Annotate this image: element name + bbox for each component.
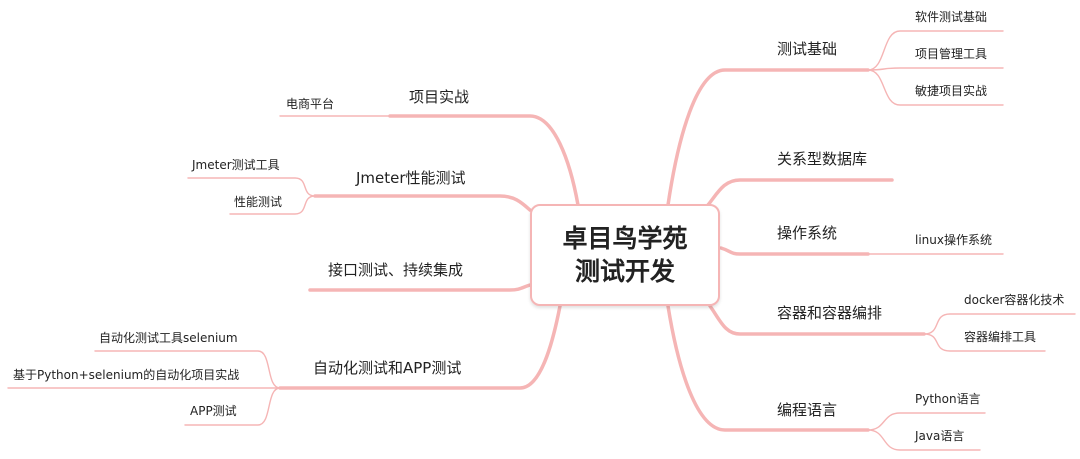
connector-left-leaf-1	[187, 177, 316, 197]
connector-left-leaf-3	[94, 350, 281, 389]
leaf-docker[interactable]: docker容器化技术	[964, 293, 1065, 307]
connector-right-leaf-7	[867, 429, 981, 451]
connector-left-0	[388, 114, 580, 207]
branch-testing-basics[interactable]: 测试基础	[777, 40, 838, 58]
branch-automation-app[interactable]: 自动化测试和APP测试	[313, 359, 462, 377]
connector-right-3	[708, 304, 926, 336]
connector-left-leaf-5	[184, 387, 281, 426]
connector-right-4	[666, 304, 870, 432]
connector-left-3	[278, 304, 562, 390]
central-topic[interactable]: 卓目鸟学苑 测试开发	[530, 204, 720, 306]
leaf-software-testing-basics[interactable]: 软件测试基础	[915, 10, 988, 24]
leaf-agile-project[interactable]: 敏捷项目实战	[915, 84, 988, 98]
connector-right-leaf-5	[923, 333, 1046, 352]
leaf-python[interactable]: Python语言	[915, 392, 981, 406]
connector-right-0	[666, 68, 870, 207]
leaf-python-selenium[interactable]: 基于Python+selenium的自动化项目实战	[13, 368, 240, 382]
connector-left-leaf-2	[229, 195, 316, 215]
connector-right-2	[719, 246, 870, 256]
connector-right-leaf-2	[867, 69, 1004, 106]
connector-left-2	[308, 283, 532, 292]
branch-relational-db[interactable]: 关系型数据库	[777, 150, 868, 168]
leaf-linux[interactable]: linux操作系统	[915, 233, 992, 247]
branch-containers[interactable]: 容器和容器编排	[777, 304, 883, 322]
leaf-app-testing[interactable]: APP测试	[190, 404, 237, 418]
branch-project-practice[interactable]: 项目实战	[409, 88, 470, 106]
leaf-selenium[interactable]: 自动化测试工具selenium	[99, 331, 238, 345]
connector-right-leaf-1	[867, 67, 1004, 71]
central-topic-line-2: 测试开发	[574, 257, 675, 286]
leaf-jmeter-tool[interactable]: Jmeter测试工具	[192, 158, 280, 172]
branch-programming[interactable]: 编程语言	[777, 401, 838, 419]
branch-operating-system[interactable]: 操作系统	[777, 224, 838, 242]
connector-right-leaf-0	[867, 30, 1004, 71]
connector-right-leaf-4	[923, 313, 1076, 335]
leaf-java[interactable]: Java语言	[915, 429, 965, 443]
central-topic-line-1: 卓目鸟学苑	[562, 224, 688, 253]
leaf-project-mgmt-tools[interactable]: 项目管理工具	[915, 47, 988, 61]
connector-right-leaf-6	[867, 412, 986, 431]
branch-jmeter[interactable]: Jmeter性能测试	[356, 169, 466, 187]
connector-left-1	[313, 194, 532, 212]
leaf-ecommerce[interactable]: 电商平台	[286, 97, 335, 111]
branch-api-ci[interactable]: 接口测试、持续集成	[328, 261, 464, 279]
connector-right-1	[706, 178, 894, 207]
leaf-orchestration[interactable]: 容器编排工具	[964, 330, 1037, 344]
leaf-performance-testing[interactable]: 性能测试	[234, 195, 283, 209]
